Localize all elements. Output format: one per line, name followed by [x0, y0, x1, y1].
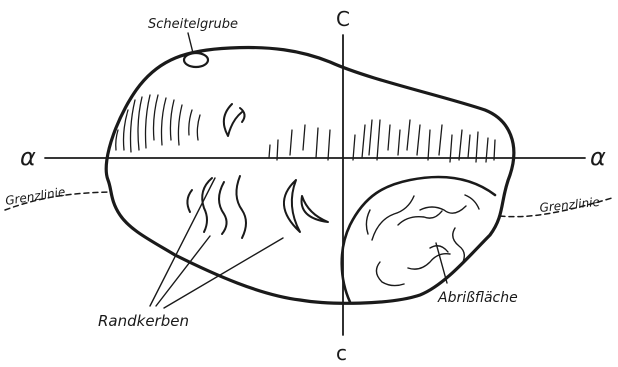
hatch-stroke — [277, 140, 278, 160]
hatch-stroke — [388, 125, 390, 150]
hatch-stroke — [328, 130, 330, 160]
notch-mark — [236, 176, 246, 238]
hatch-stroke — [197, 115, 200, 140]
hatch-stroke — [459, 130, 462, 160]
hatch-stroke — [162, 98, 167, 145]
randkerben-leader — [156, 236, 210, 306]
stone-outline — [106, 48, 514, 304]
hatch-stroke — [407, 120, 410, 150]
hatch-stroke — [468, 135, 470, 158]
label-grenzlinie-right: Grenzlinie — [539, 195, 601, 215]
label-randkerben: Randkerben — [98, 312, 189, 330]
hatch-stroke — [138, 97, 142, 150]
hatch-stroke — [439, 125, 442, 155]
scheitelgrube-pit — [184, 53, 208, 67]
notch-mark — [219, 182, 227, 234]
hatch-stroke — [189, 110, 192, 135]
notch-mark — [284, 180, 300, 232]
label-a-right: α — [590, 143, 606, 171]
hatch-stroke — [116, 130, 118, 150]
hatch-stroke — [494, 140, 495, 160]
randkerben-marks — [187, 104, 328, 238]
hatch-stroke — [316, 128, 318, 158]
hatching-right — [269, 120, 495, 162]
label-scheitelgrube: Scheitelgrube — [148, 17, 238, 32]
hatch-stroke — [398, 130, 400, 155]
hatch-stroke — [369, 120, 372, 155]
hatch-stroke — [146, 95, 151, 148]
hatch-stroke — [178, 105, 182, 145]
notch-mark — [240, 108, 245, 122]
abrissflaeche-outline — [342, 177, 495, 302]
hatch-stroke — [269, 145, 270, 158]
hatch-stroke — [124, 110, 129, 150]
notch-mark — [224, 104, 242, 136]
abrissflaeche-texture — [366, 195, 479, 286]
hatch-stroke — [377, 120, 380, 160]
hatch-stroke — [303, 125, 305, 150]
hatch-stroke — [131, 100, 136, 152]
notch-mark — [187, 190, 192, 212]
scheitelgrube-leader — [188, 33, 193, 53]
hatch-stroke — [428, 130, 430, 160]
hatch-stroke — [154, 95, 159, 140]
label-abrissflaeche: Abrißfläche — [437, 290, 518, 306]
label-c-top: C — [336, 7, 350, 31]
hatch-stroke — [170, 100, 174, 140]
notch-mark — [302, 196, 328, 222]
label-grenzlinie-left: Grenzlinie — [4, 185, 66, 208]
hatch-stroke — [362, 125, 365, 158]
hatch-stroke — [417, 125, 420, 155]
label-a-left: α — [20, 143, 36, 171]
hatch-stroke — [290, 130, 292, 155]
label-c-bottom: c — [336, 341, 347, 365]
hatch-stroke — [353, 135, 355, 160]
